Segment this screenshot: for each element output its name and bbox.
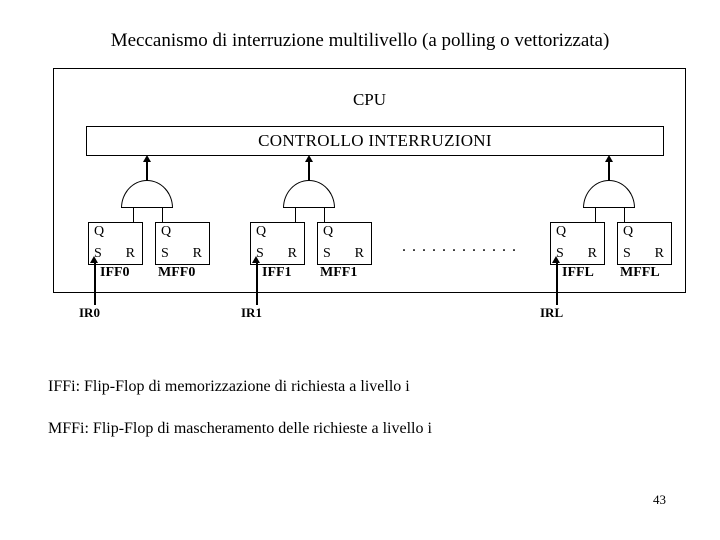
flipflop-s-terminal: S <box>256 246 264 261</box>
level-0-gate-output-wire <box>146 160 148 182</box>
interrupt-control-unit-label: CONTROLLO INTERRUZIONI <box>258 131 492 150</box>
flipflop-s-terminal: S <box>94 246 102 261</box>
level-0-gate-input-wire-right <box>162 207 164 223</box>
levelL-gate-output-arrowhead <box>605 155 613 162</box>
flipflop-box-mff0: Q S R <box>155 222 210 265</box>
ir0-label: IR0 <box>79 305 100 320</box>
flipflop-r-terminal: R <box>587 246 597 261</box>
flipflop-name-mffl: MFFL <box>620 265 660 280</box>
level-1-gate-output-arrowhead <box>305 155 313 162</box>
flipflop-q-terminal: Q <box>94 224 105 239</box>
level-1-gate-input-wire-left <box>295 207 297 223</box>
cpu-label: CPU <box>352 90 387 109</box>
flipflop-s-terminal: S <box>323 246 331 261</box>
flipflop-q-terminal: Q <box>256 224 267 239</box>
levelL-gate-output-wire <box>608 160 610 182</box>
ir1-request-line <box>255 262 258 305</box>
ir0-arrowhead <box>90 256 98 263</box>
level-1-gate-input-wire-right <box>324 207 326 223</box>
levelL-gate-input-wire-left <box>595 207 597 223</box>
flipflop-q-terminal: Q <box>323 224 334 239</box>
flipflop-box-iff0: Q S R <box>88 222 143 265</box>
irl-request-line <box>555 262 558 305</box>
ir1-label: IR1 <box>241 305 262 320</box>
flipflop-name-iff1: IFF1 <box>262 265 292 280</box>
flipflop-s-terminal: S <box>161 246 169 261</box>
flipflop-r-terminal: R <box>354 246 364 261</box>
legend-iff-description: IFFi: Flip-Flop di memorizzazione di ric… <box>48 378 410 395</box>
level-0-gate-input-wire-left <box>133 207 135 223</box>
flipflop-name-mff1: MFF1 <box>320 265 358 280</box>
flipflop-r-terminal: R <box>125 246 135 261</box>
flipflop-s-terminal: S <box>556 246 564 261</box>
interrupt-control-unit-box: CONTROLLO INTERRUZIONI <box>86 126 664 156</box>
level-1-gate-output-wire <box>308 160 310 182</box>
ir0-request-line <box>93 262 96 305</box>
flipflop-name-iff0: IFF0 <box>100 265 130 280</box>
flipflop-q-terminal: Q <box>161 224 172 239</box>
flipflop-r-terminal: R <box>654 246 664 261</box>
flipflop-name-iffl: IFFL <box>562 265 594 280</box>
levelL-gate-input-wire-right <box>624 207 626 223</box>
ir1-arrowhead <box>252 256 260 263</box>
flipflop-name-mff0: MFF0 <box>158 265 196 280</box>
legend-mff-description: MFFi: Flip-Flop di mascheramento delle r… <box>48 420 432 437</box>
page-title: Meccanismo di interruzione multilivello … <box>110 30 610 51</box>
flipflop-r-terminal: R <box>192 246 202 261</box>
irl-label: IRL <box>540 305 564 320</box>
levels-ellipsis: . . . . . . . . . . . . <box>402 238 517 255</box>
flipflop-s-terminal: S <box>623 246 631 261</box>
flipflop-box-mff1: Q S R <box>317 222 372 265</box>
irl-arrowhead <box>552 256 560 263</box>
page-number: 43 <box>653 492 666 507</box>
flipflop-q-terminal: Q <box>556 224 567 239</box>
level-0-gate-output-arrowhead <box>143 155 151 162</box>
flipflop-box-mffl: Q S R <box>617 222 672 265</box>
flipflop-r-terminal: R <box>287 246 297 261</box>
flipflop-q-terminal: Q <box>623 224 634 239</box>
